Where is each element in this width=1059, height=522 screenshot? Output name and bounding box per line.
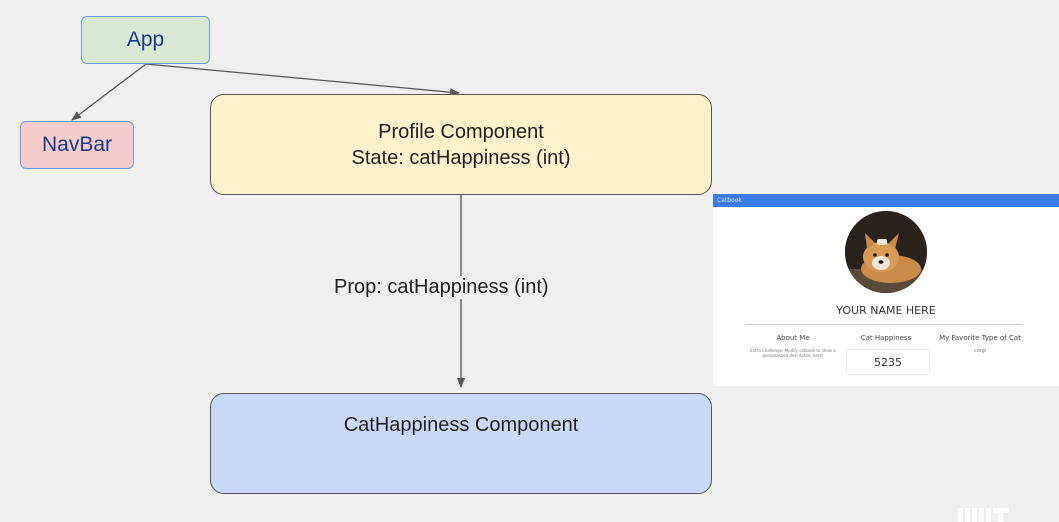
profile-title: Profile Component (378, 120, 544, 143)
preview-navbar-title: Catbook (717, 197, 742, 204)
cat-happiness-title: Cat Happiness (860, 334, 912, 342)
cathappiness-component-node: CatHappiness Component (210, 393, 712, 494)
catbook-preview-screenshot: Catbook YOUR NAME HERE About Me Extra Ch… (713, 194, 1059, 386)
cathappiness-label: CatHappiness Component (343, 414, 579, 436)
about-me-title: About Me (776, 334, 810, 342)
cat-happiness-value: 5235 (846, 349, 930, 375)
app-label: App (126, 28, 165, 51)
edge-app-navbar (71, 63, 147, 121)
navbar-label: NavBar (41, 133, 113, 156)
navbar-node: NavBar (20, 121, 134, 169)
profile-state: State: catHappiness (int) (351, 146, 571, 169)
edge-app-profile (145, 63, 460, 97)
favorite-cat-title: My Favorite Type of Cat (939, 334, 1021, 342)
preview-divider (745, 324, 1023, 325)
profile-component-node: Profile Component State: catHappiness (i… (210, 94, 712, 195)
logo-watermark (958, 508, 1009, 522)
profile-avatar (845, 211, 927, 293)
favorite-cat-value: corgi (973, 348, 987, 354)
about-me-text: Extra Challenge: Modify catbook to show … (750, 348, 836, 358)
preview-navbar: Catbook (713, 194, 1059, 207)
preview-name: YOUR NAME HERE (836, 304, 936, 317)
prop-label: Prop: catHappiness (int) (330, 276, 553, 299)
app-node: App (81, 16, 210, 64)
corgi-image (845, 211, 927, 293)
